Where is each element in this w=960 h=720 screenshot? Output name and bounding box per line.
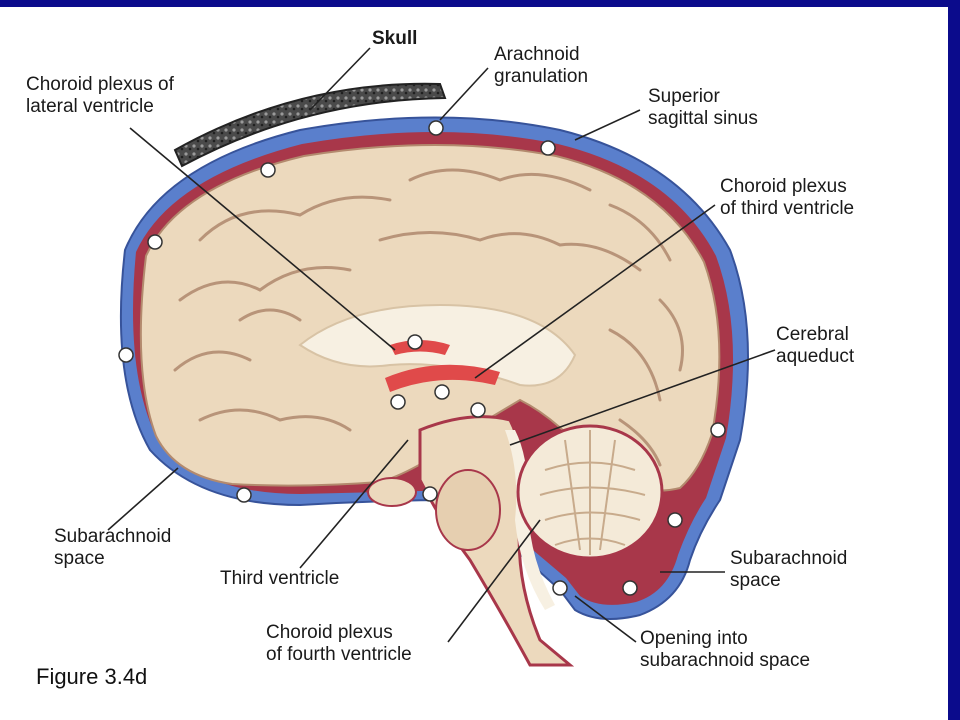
label-subarachnoid-space-left: Subarachnoid space [54, 526, 172, 569]
skull-fragment [173, 82, 447, 168]
label-third-ventricle: Third ventricle [220, 568, 340, 589]
right-frame-bar [948, 0, 960, 720]
label-skull: Skull [372, 28, 418, 49]
label-choroid-plexus-fourth: Choroid plexus of fourth ventricle [266, 622, 412, 665]
label-subarachnoid-space-right: Subarachnoid space [730, 548, 848, 591]
pons [435, 469, 501, 551]
leader-lines [107, 47, 776, 643]
figure-caption: Figure 3.4d [36, 664, 148, 689]
csf-flow-arrows [118, 120, 726, 596]
label-arachnoid-granulation: Arachnoid granulation [494, 44, 589, 87]
label-superior-sagittal-sinus: Superior sagittal sinus [648, 86, 758, 129]
cerebellum [516, 424, 664, 560]
label-choroid-plexus-lateral: Choroid plexus of lateral ventricle [26, 74, 174, 117]
hypothalamus [367, 477, 417, 507]
label-choroid-plexus-third: Choroid plexus of third ventricle [720, 176, 855, 219]
gyri-folds [173, 168, 684, 467]
top-frame-bar [0, 0, 960, 7]
label-cerebral-aqueduct: Cerebral aqueduct [776, 324, 855, 367]
choroid-plexus-third [385, 364, 500, 392]
fourth-ventricle [505, 430, 555, 610]
label-opening-subarachnoid: Opening into subarachnoid space [640, 628, 811, 671]
